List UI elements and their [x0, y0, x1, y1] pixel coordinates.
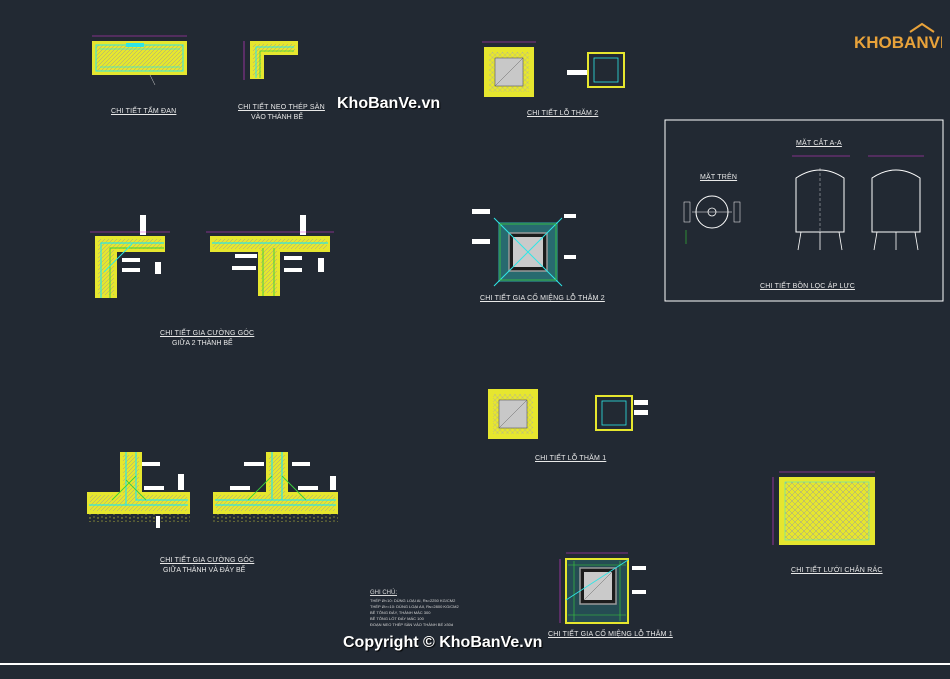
- caption-slab-anchor-sub: VÀO THÀNH BỂ: [251, 114, 303, 121]
- pressure-filter-frame: [664, 119, 944, 302]
- logo-house-icon: KHOBANVE: [854, 22, 950, 52]
- note-line: THÉP Ø>=10: DÙNG LOẠI AII, Rs=2800 KG/CM…: [370, 604, 459, 609]
- logo-text: KHOBANVE: [854, 33, 942, 52]
- caption-manhole-1-reinforcement: CHI TIẾT GIA CỐ MIỆNG LỖ THĂM 1: [548, 631, 673, 638]
- manhole-1-detail: [488, 389, 648, 439]
- caption-wall-corner: CHI TIẾT GIA CƯỜNG GÓC: [160, 330, 255, 337]
- caption-manhole-1: CHI TIẾT LỖ THĂM 1: [535, 455, 607, 462]
- trash-screen-detail: [772, 471, 875, 545]
- corner-reinforcement-walls: [90, 215, 334, 298]
- note-line: BÊ TÔNG ĐÁY, THÀNH MÁC 300: [370, 610, 431, 615]
- manhole-1-reinforcement: [559, 552, 646, 624]
- note-line: BÊ TÔNG LÓT ĐÁY MÁC 100: [370, 616, 424, 621]
- copyright-watermark: Copyright © KhoBanVe.vn: [343, 634, 543, 651]
- notes-block: GHI CHÚ: THÉP Ø<10: DÙNG LOẠI AI, Rs=225…: [370, 590, 459, 628]
- caption-top-view: MẶT TRÊN: [700, 174, 738, 181]
- caption-wall-corner-sub: GIỮA 2 THÀNH BỂ: [172, 340, 233, 347]
- manhole-2-reinforcement: [472, 209, 576, 287]
- caption-trash-screen: CHI TIẾT LƯỚI CHẮN RÁC: [791, 567, 883, 574]
- site-watermark: KhoBanVe.vn: [337, 95, 441, 112]
- caption-manhole-2: CHI TIẾT LỖ THĂM 2: [527, 110, 599, 117]
- caption-section-aa: MẶT CẮT A-A: [796, 140, 842, 147]
- manhole-2-detail: [482, 41, 625, 97]
- caption-wall-floor-corner: CHI TIẾT GIA CƯỜNG GÓC: [160, 557, 255, 564]
- caption-wall-floor-corner-sub: GIỮA THÀNH VÀ ĐÁY BỂ: [163, 567, 246, 574]
- caption-slab: CHI TIẾT TẤM ĐAN: [111, 108, 177, 115]
- slab-anchor-detail: [243, 41, 298, 80]
- caption-pressure-filter: CHI TIẾT BỒN LỌC ÁP LỰC: [760, 283, 855, 290]
- note-line: THÉP Ø<10: DÙNG LOẠI AI, Rs=2250 KG/CM2: [370, 598, 456, 603]
- caption-slab-anchor: CHI TIẾT NEO THÉP SÀN: [238, 104, 325, 111]
- slab-detail: [92, 35, 187, 86]
- caption-manhole-2-reinforcement: CHI TIẾT GIA CỐ MIỆNG LỖ THĂM 2: [480, 295, 605, 302]
- khobanve-logo: KHOBANVE: [854, 22, 950, 57]
- notes-title: GHI CHÚ:: [370, 590, 397, 596]
- corner-reinforcement-wall-floor: [87, 452, 338, 528]
- note-line: ĐOẠN NEO THÉP SÀN VÀO THÀNH BỂ ≥30d: [370, 622, 454, 627]
